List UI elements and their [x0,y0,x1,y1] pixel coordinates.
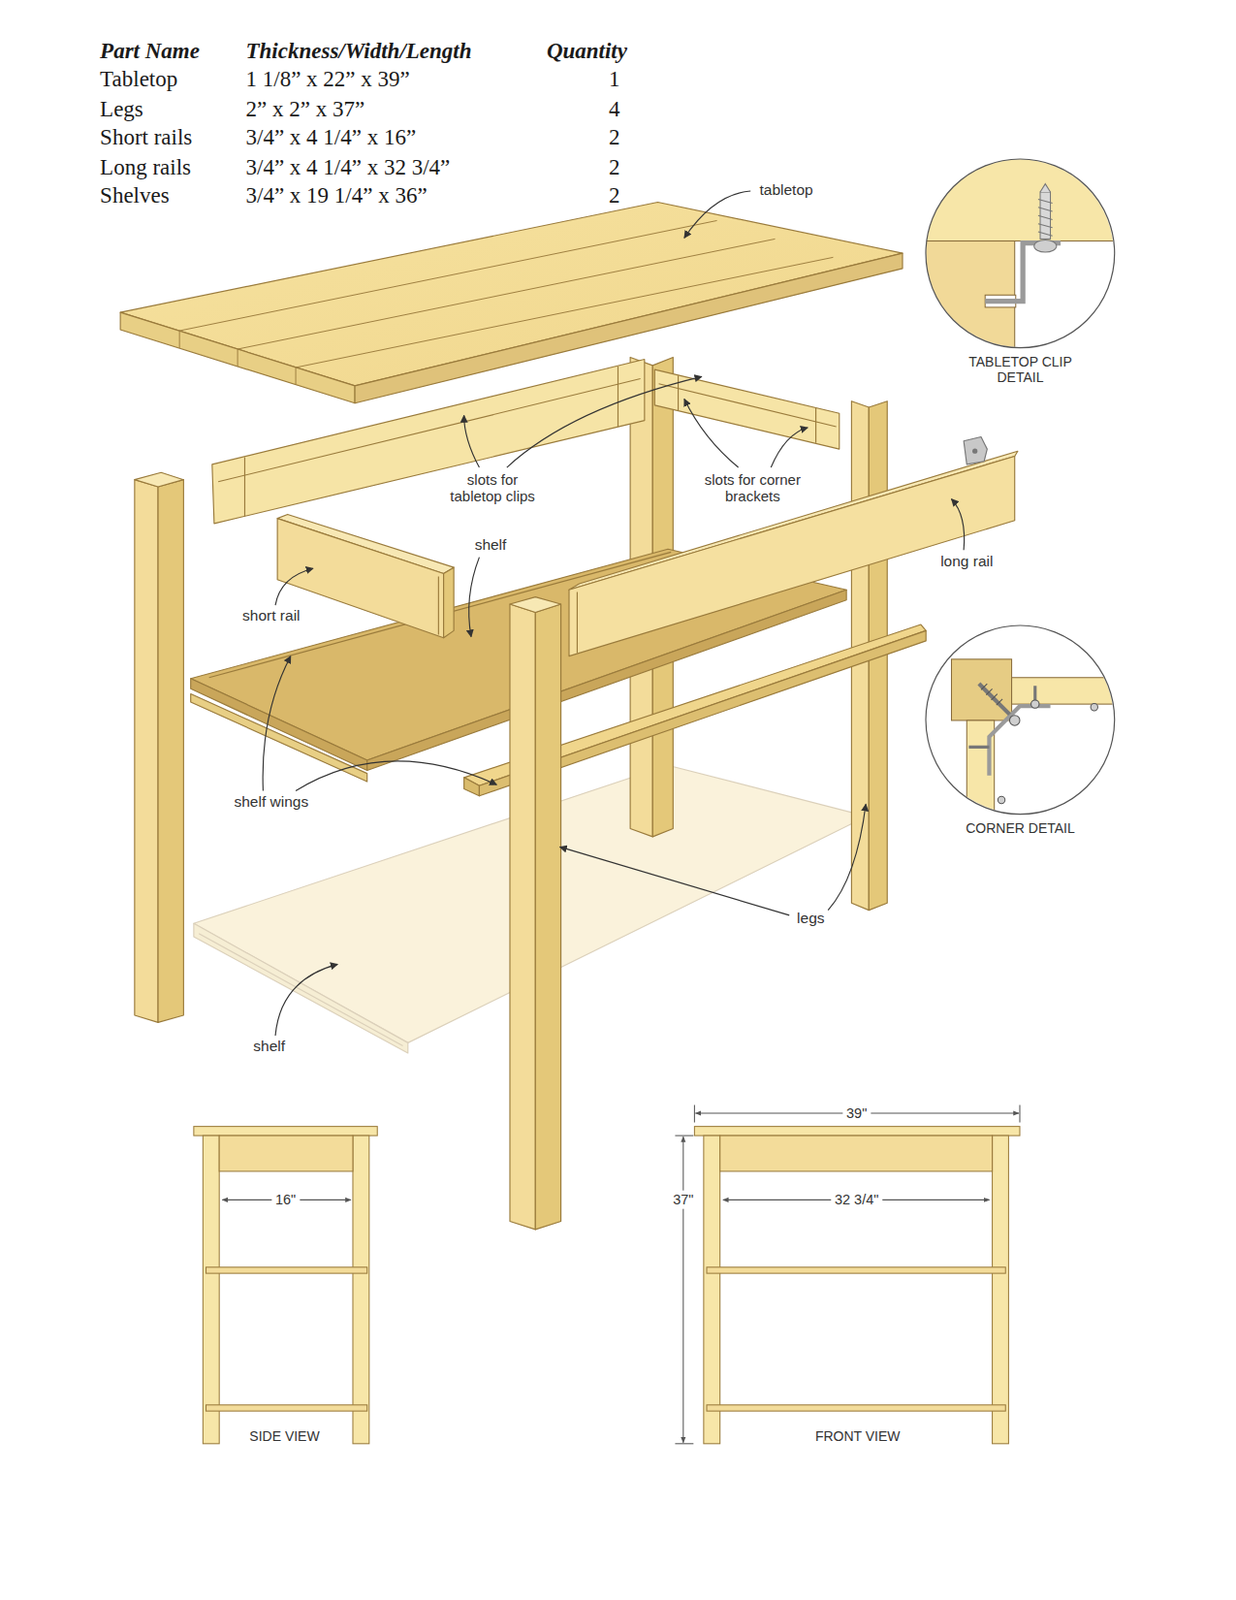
table-cell-holder: 1 [608,66,621,93]
table-cell: 3/4” x 19 1/4” x 36” [246,183,428,209]
table-cell-holder: Tabletop [99,66,178,93]
table-cell: 2” x 2” x 37” [246,95,366,122]
view-caption-holder: SIDE VIEW [249,1427,319,1444]
part-label: slots for corner brackets [700,471,804,506]
table-cell: Legs [99,95,144,122]
part-label-holder: shelf [253,1037,286,1055]
view-caption: SIDE VIEW [249,1427,319,1444]
part-label-holder: slots for tabletop clips [441,471,544,506]
table-cell-holder: Legs [99,95,144,122]
dimension-label-holder: 39" [842,1103,871,1122]
table-cell-holder: 3/4” x 19 1/4” x 36” [246,183,428,209]
table-cell: Long rails [99,154,191,180]
dimension-label: 32 3/4" [830,1190,883,1209]
table-header: Quantity [546,37,628,64]
detail-caption: CORNER DETAIL [948,820,1094,836]
table-header: Thickness/Width/Length [246,37,473,64]
table-cell: 1 1/8” x 22” x 39” [246,66,411,93]
detail-ring [925,158,1115,349]
table-cell-holder: 4 [608,95,621,122]
detail-outline [924,624,1116,816]
table-cell-holder: Short rails [99,125,192,151]
dimension-label: 37" [668,1190,698,1209]
detail-ring [925,625,1115,815]
dimension-label-holder: 32 3/4" [830,1190,883,1209]
part-label-holder: legs [796,909,824,927]
part-label-holder: shelf wings [233,792,309,811]
table-cell: Shelves [99,183,170,209]
table-cell-holder: 1 1/8” x 22” x 39” [246,66,411,93]
table-cell-holder: 3/4” x 4 1/4” x 32 3/4” [246,154,451,180]
table-cell-holder: 3/4” x 4 1/4” x 16” [246,125,417,151]
table-cell-holder: 2 [608,154,621,180]
table-cell-holder: 2 [608,125,621,151]
table-header-holder: Part Name [99,37,200,64]
table-cell: Short rails [99,125,192,151]
dimension-label: 39" [842,1103,871,1122]
table-cell: 3/4” x 4 1/4” x 32 3/4” [246,154,451,180]
table-cell-holder: Long rails [99,154,191,180]
table-cell: 4 [608,95,621,122]
table-cell-holder: 2” x 2” x 37” [246,95,366,122]
part-label: legs [796,909,824,927]
view-caption-holder: FRONT VIEW [815,1427,901,1444]
view-caption: FRONT VIEW [815,1427,901,1444]
detail-circle: TABLETOP CLIP DETAIL [924,158,1116,389]
part-label-holder: short rail [242,606,300,625]
part-label-holder: shelf [475,536,508,554]
part-label-holder: slots for corner brackets [700,471,804,506]
table-cell: 2 [608,125,621,151]
part-label: short rail [242,606,300,625]
table-cell: Tabletop [99,66,178,93]
table-cell: 1 [608,66,621,93]
table-header-holder: Thickness/Width/Length [246,37,473,64]
part-label-holder: long rail [940,552,993,571]
part-label: shelf [253,1037,286,1055]
dimension-label: 16" [271,1190,300,1209]
part-label: shelf wings [233,792,309,811]
dimension-label-holder: 16" [271,1190,300,1209]
dimension-label-holder: 37" [668,1190,698,1209]
table-cell: 3/4” x 4 1/4” x 16” [246,125,417,151]
detail-caption: TABLETOP CLIP DETAIL [968,353,1074,385]
table-cell-holder: Shelves [99,183,170,209]
part-label: slots for tabletop clips [441,471,544,506]
part-label: long rail [940,552,993,571]
part-label-holder: tabletop [759,181,813,199]
table-header-holder: Quantity [546,37,628,64]
table-header: Part Name [99,37,200,64]
table-cell: 2 [608,154,621,180]
detail-outline [924,158,1116,349]
part-label: shelf [475,536,508,554]
table-cell: 2 [608,183,621,209]
detail-circle: CORNER DETAIL [924,624,1116,840]
table-cell-holder: 2 [608,183,621,209]
part-label: tabletop [759,181,813,199]
